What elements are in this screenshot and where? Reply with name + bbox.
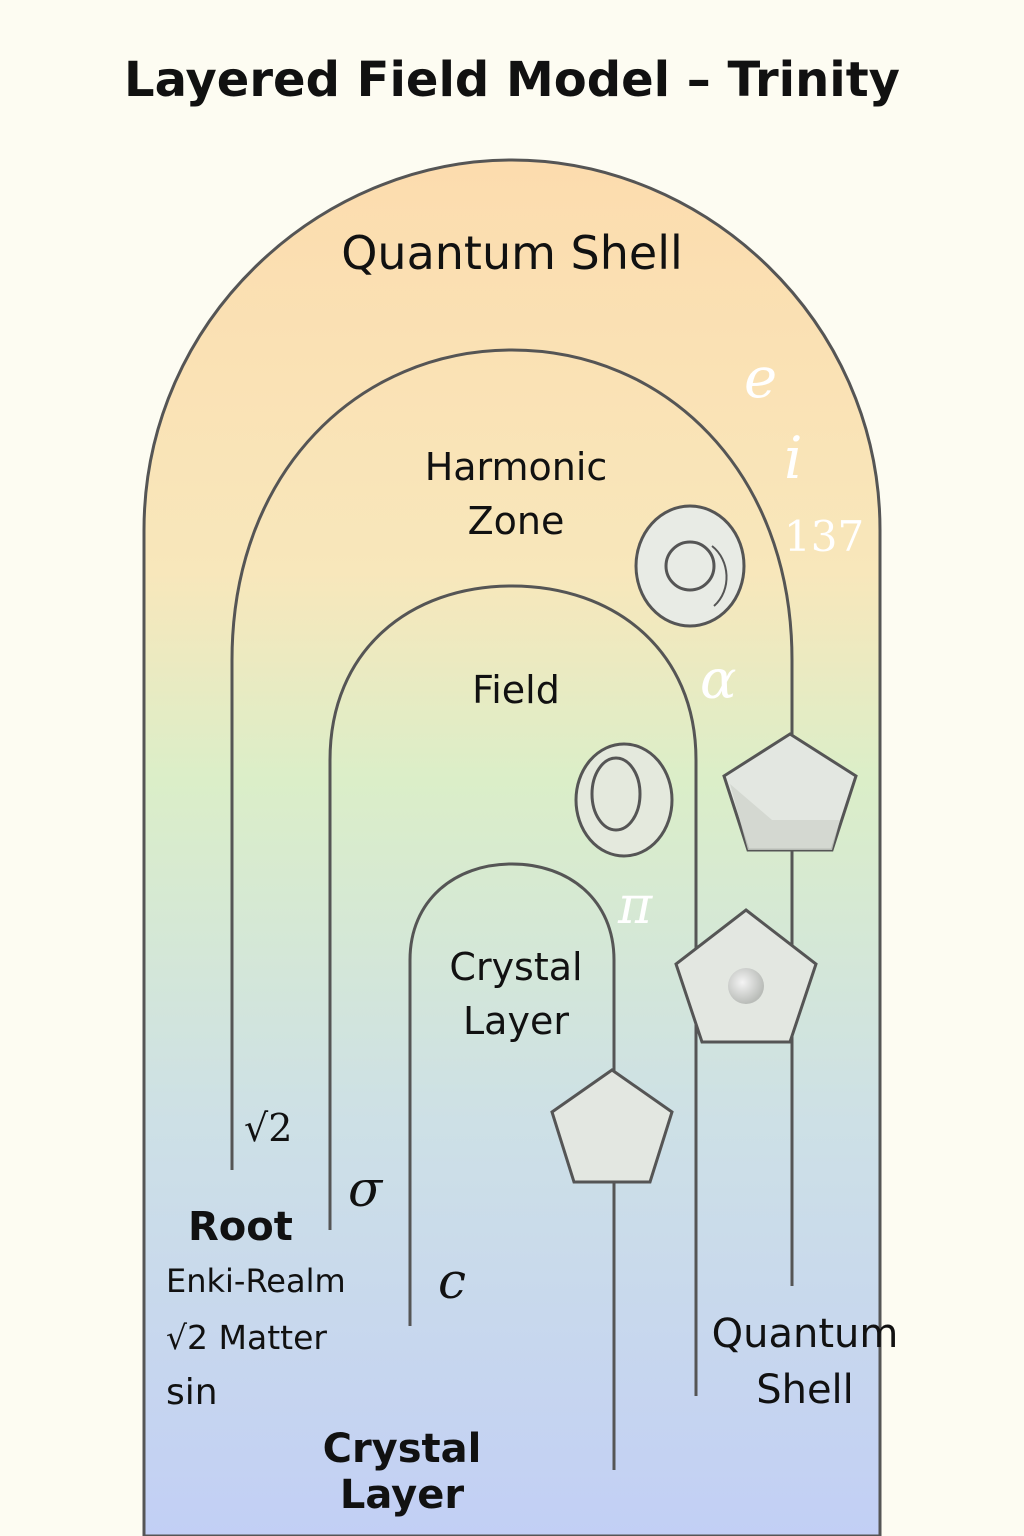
symbol-c: c <box>438 1252 467 1310</box>
page-title: Layered Field Model – Trinity <box>124 52 900 108</box>
harmonic-zone-label-line1: Harmonic <box>424 445 608 489</box>
crystal-layer-arch <box>408 862 616 1470</box>
quantum-shell-bottom-label: Quantum Shell <box>700 1306 910 1418</box>
torus-icon <box>634 504 746 628</box>
sqrt2-matter-label: √2 Matter <box>166 1318 327 1357</box>
field-label: Field <box>472 668 560 712</box>
field-arch <box>328 584 698 1396</box>
crystal-layer-label-line2: Layer <box>463 999 569 1043</box>
symbol-pi: π <box>618 876 653 936</box>
symbol-i: i <box>784 424 803 492</box>
torus-icon <box>574 742 674 858</box>
harmonic-zone-label: Harmonic Zone <box>400 440 632 548</box>
symbol-sqrt2: √2 <box>244 1106 293 1150</box>
quantum-shell-label: Quantum Shell <box>341 226 683 280</box>
crystal-layer-label: Crystal Layer <box>420 940 612 1048</box>
symbol-137: 137 <box>784 512 865 561</box>
harmonic-zone-arch <box>230 348 794 1286</box>
symbol-e: e <box>744 346 778 411</box>
pentagon-icon <box>674 908 818 1044</box>
crystal-layer-label-line1: Crystal <box>449 945 583 989</box>
root-label: Root <box>188 1204 293 1250</box>
pentagon-icon <box>550 1068 674 1184</box>
symbol-sigma: σ <box>348 1160 383 1218</box>
sin-label: sin <box>166 1372 218 1413</box>
enki-realm-label: Enki-Realm <box>166 1262 346 1300</box>
pentagon-icon <box>722 732 858 852</box>
quantum-shell-bottom-line1: Quantum <box>711 1311 899 1357</box>
quantum-shell-bottom-line2: Shell <box>756 1367 854 1413</box>
harmonic-zone-label-line2: Zone <box>467 499 565 543</box>
symbol-alpha: α <box>700 648 737 711</box>
crystal-layer-bottom-label: Crystal Layer <box>322 1426 482 1518</box>
